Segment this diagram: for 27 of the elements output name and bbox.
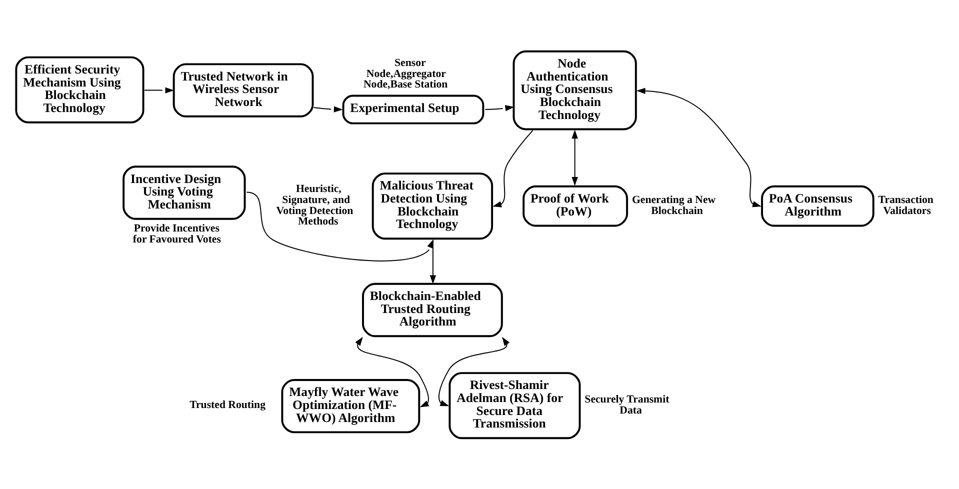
node-box: Experimental Setup xyxy=(342,94,484,124)
node-label: Securely Transmit Data xyxy=(584,393,670,416)
node-box: Rivest-Shamir Adelman (RSA) for Secure Data Transmission xyxy=(448,372,581,440)
node-label: Sensor Node,Aggregator Node,Base Station xyxy=(363,56,448,91)
node-box: Efficient Security Mechanism Using Blockchain Technology xyxy=(15,56,144,124)
node-label: Heuristic, Signature, and Voting Detection Methods xyxy=(276,183,354,228)
node-box: Blockchain-Enabled Trusted Routing Algorithm xyxy=(362,282,503,338)
node-label: Transaction Validators xyxy=(878,194,934,217)
node-box: Incentive Design Using Voting Mechanism xyxy=(122,166,246,220)
node-box: Malicious Threat Detection Using Blockchain Technology xyxy=(372,172,494,240)
arrow xyxy=(438,336,510,406)
node-label: Generating a New Blockchain xyxy=(632,194,716,217)
node-label: Provide Incentives for Favoured Votes xyxy=(132,222,221,246)
node-box: PoA Consensus Algorithm xyxy=(761,185,874,227)
arrow xyxy=(492,130,534,208)
arrow xyxy=(313,106,343,112)
node-box: Trusted Network in Wireless Sensor Network xyxy=(172,63,314,118)
node-box: Node Authentication Using Consensus Blockchain Technology xyxy=(512,50,637,130)
arrow xyxy=(144,87,174,94)
node-label: Trusted Routing xyxy=(190,398,266,411)
arrow xyxy=(246,192,434,262)
arrow xyxy=(484,105,514,112)
arrow xyxy=(355,336,430,408)
arrow xyxy=(572,130,578,186)
arrow xyxy=(636,88,762,208)
node-box: Proof of Work (PoW) xyxy=(522,185,628,227)
node-box: Mayfly Water Wave Optimization (MF-WWO) Algorithm xyxy=(281,379,420,434)
